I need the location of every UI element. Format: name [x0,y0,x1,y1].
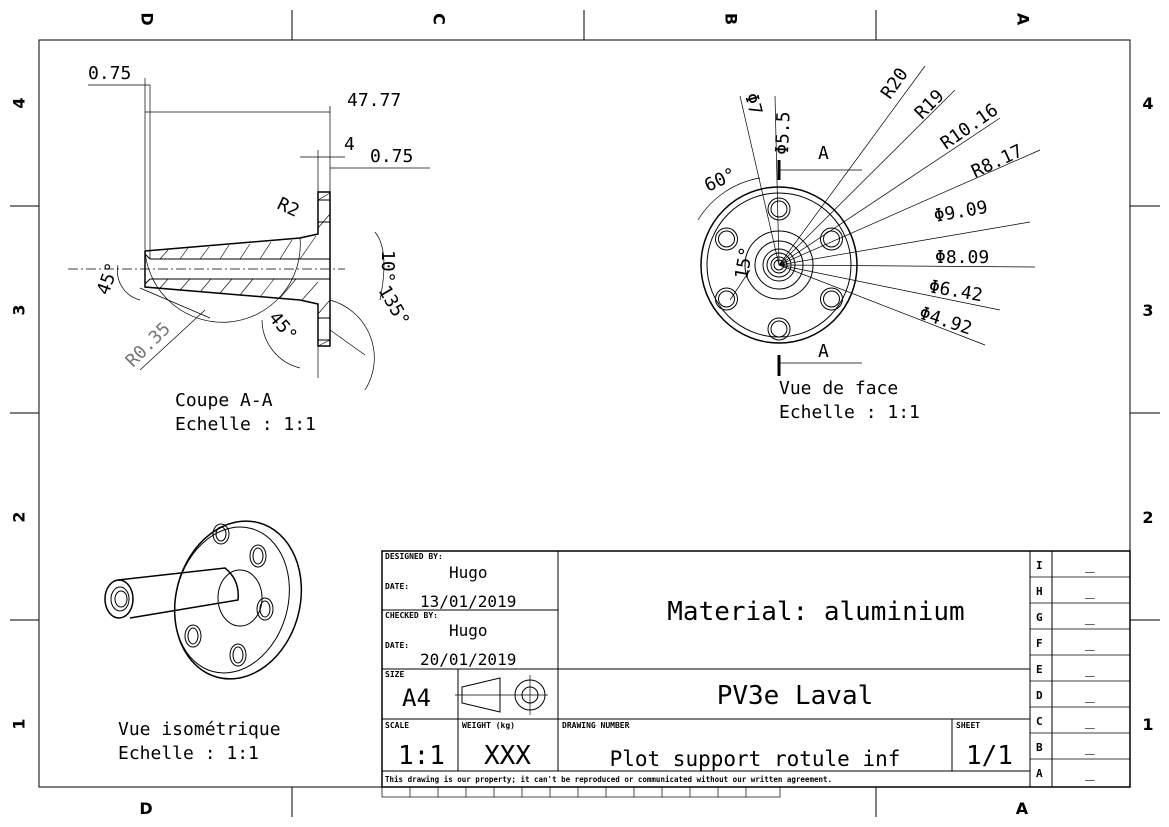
isometric-view-title: Vue isométrique [118,719,281,740]
company-text: PV3e Laval [717,681,874,711]
front-view-title: Vue de face [779,378,898,399]
size-value: A4 [402,684,431,712]
frame-row-left-3: 3 [10,304,29,315]
weight-value: XXX [484,741,531,771]
sheet-value: 1/1 [966,741,1013,771]
dim-angle-45-bottom: 45° [264,308,301,346]
section-mark-bottom: A [818,341,829,362]
revision-value: _ [1085,684,1095,703]
frame-row-right-1: 1 [1142,715,1153,734]
revision-letter: D [1036,689,1043,702]
designed-by-value: Hugo [449,563,488,582]
dim-phi-5-5: Φ5.5 [772,111,795,155]
frame-row-right-3: 3 [1142,301,1153,320]
revision-letter: A [1036,767,1043,780]
revision-letter: G [1036,611,1043,624]
revision-value: _ [1085,736,1095,755]
frame-row-right-2: 2 [1142,508,1153,527]
dim-0-75-top: 0.75 [88,63,131,84]
dim-phi-8-09: Φ8.09 [935,247,989,268]
dim-r20: R20 [877,64,913,103]
revision-value: _ [1085,580,1095,599]
dim-angle-135: 135° [374,282,414,330]
weight-label: WEIGHT (kg) [462,721,515,730]
revision-value: _ [1085,606,1095,625]
designed-date-label: DATE: [385,582,409,591]
revision-table: I _ H _ G _ F _ E _ D _ C _ B _ A _ [1036,554,1095,781]
checked-date-value: 20/01/2019 [420,650,516,669]
checked-by-value: Hugo [449,621,488,640]
revision-value: _ [1085,658,1095,677]
frame-col-bottom-a: A [1016,799,1029,818]
disclaimer-text: This drawing is our property; it can't b… [385,775,832,784]
dim-0-75-right: 0.75 [370,146,413,167]
checked-date-label: DATE: [385,641,409,650]
section-mark-top: A [818,143,829,164]
dim-4: 4 [344,134,355,155]
dim-angle-10: 10° [377,250,398,283]
frame-col-top-b: B [722,13,741,25]
frame-col-top-a: A [1014,13,1033,26]
dim-phi-9-09: Φ9.09 [932,197,989,227]
frame-row-right-4: 4 [1142,94,1153,113]
frame-row-left-1: 1 [10,718,29,729]
size-label: SIZE [385,670,404,679]
checked-by-label: CHECKED BY: [385,611,438,620]
designed-date-value: 13/01/2019 [420,592,516,611]
dim-47-77: 47.77 [347,90,401,111]
front-view-scale: Echelle : 1:1 [779,402,920,423]
revision-letter: F [1036,637,1043,650]
frame-row-left-4: 4 [10,97,29,108]
revision-value: _ [1085,762,1095,781]
dim-angle-45-left: 45° [93,260,124,298]
revision-letter: I [1036,559,1043,572]
dim-phi-6-42: Φ6.42 [927,276,984,306]
revision-letter: B [1036,741,1043,754]
isometric-view-scale: Echelle : 1:1 [118,743,259,764]
dim-r2: R2 [274,193,303,221]
revision-letter: H [1036,585,1043,598]
isometric-view-geometry [104,520,303,680]
drawing-number-label: DRAWING NUMBER [562,721,630,730]
section-view-title: Coupe A-A [175,390,273,411]
scale-label: SCALE [385,721,409,730]
revision-value: _ [1085,632,1095,651]
section-view-scale: Echelle : 1:1 [175,414,316,435]
revision-value: _ [1085,710,1095,729]
dim-angle-15: 15° [731,245,757,281]
designed-by-label: DESIGNED BY: [385,552,443,561]
frame-col-top-d: D [138,12,157,25]
title-block [381,550,1131,798]
revision-letter: E [1036,663,1043,676]
sheet-label: SHEET [956,721,980,730]
section-view-geometry [68,78,430,391]
dim-r10-16: R10.16 [937,100,1002,155]
revision-value: _ [1085,554,1095,573]
front-view-geometry [697,65,1041,376]
frame-col-top-c: C [430,13,449,25]
dim-angle-60: 60° [701,164,739,197]
dim-r8-17: R8.17 [968,141,1026,183]
frame-row-left-2: 2 [10,511,29,522]
frame-col-bottom-d: D [139,799,152,818]
material-text: Material: aluminium [667,597,964,627]
revision-letter: C [1036,715,1043,728]
dim-r19: R19 [911,86,949,124]
scale-value: 1:1 [398,741,445,771]
dim-phi-4-92: Φ4.92 [916,303,974,340]
drawing-number-value: Plot support rotule inf [610,747,901,771]
